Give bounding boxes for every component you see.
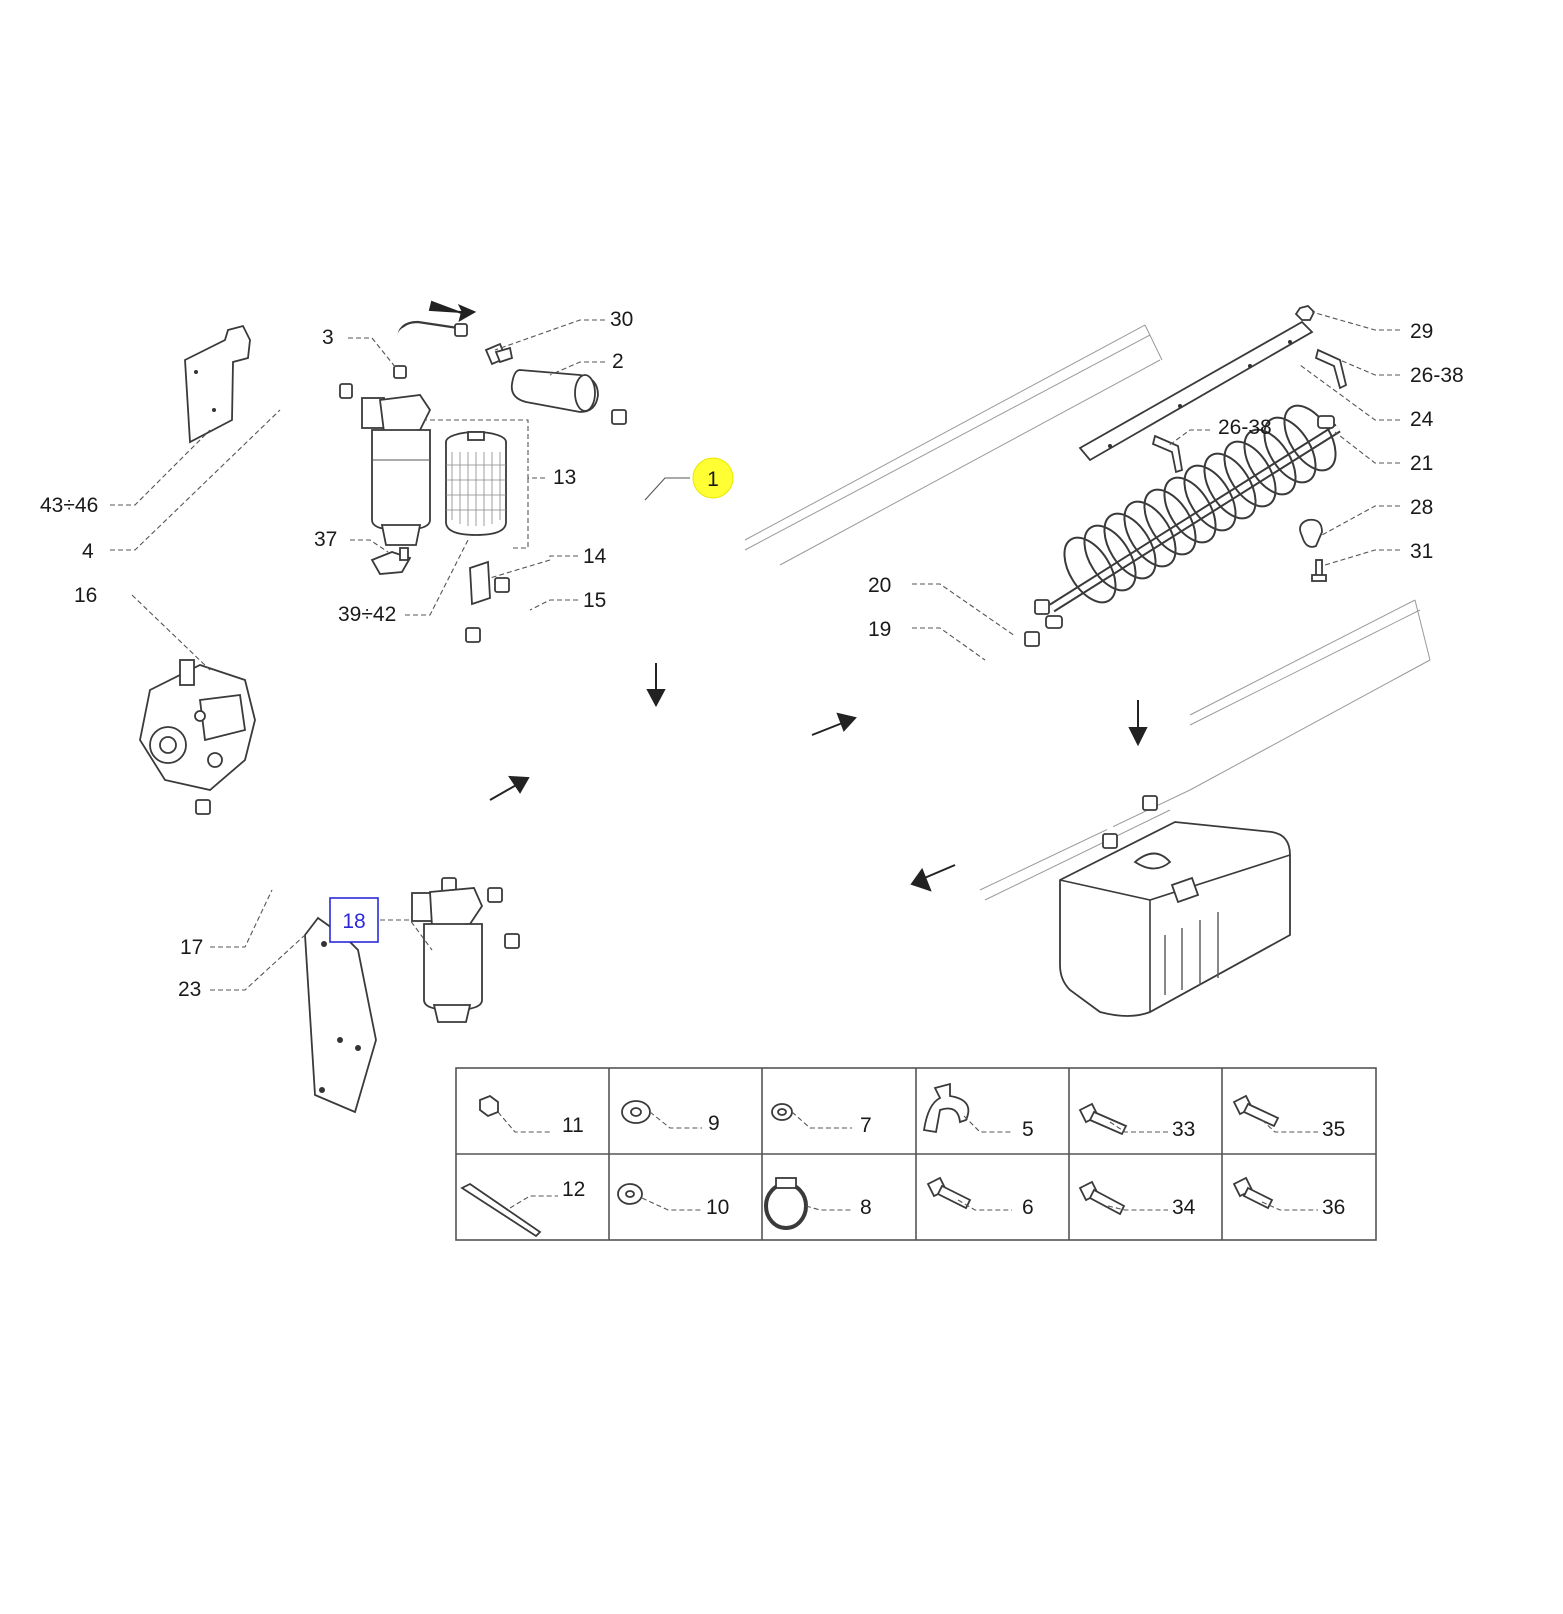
svg-text:18: 18	[342, 910, 365, 933]
nut-29	[1294, 305, 1316, 321]
fuel-filter-lower	[411, 887, 484, 1023]
callout-3[interactable]: 3	[322, 326, 334, 349]
svg-text:1: 1	[707, 468, 719, 491]
callout-2[interactable]: 2	[612, 350, 624, 373]
callout-23[interactable]: 23	[178, 978, 201, 1001]
callout-43-46[interactable]: 43÷46	[40, 494, 98, 517]
table-callout[interactable]: 8	[860, 1196, 872, 1219]
callout-28[interactable]: 28	[1410, 496, 1433, 519]
callout-16[interactable]: 16	[74, 584, 97, 607]
sensor-14	[469, 560, 491, 606]
callout-labels: 43÷46 4 16 3 30 2 13 37 39÷42 14 15 17 2…	[40, 308, 1464, 1001]
callout-15[interactable]: 15	[583, 589, 606, 612]
bracket-43-46	[184, 324, 251, 444]
drain-valve-37	[370, 547, 412, 575]
bracket-26-38-lower	[1151, 434, 1184, 474]
callout-31[interactable]: 31	[1410, 540, 1433, 563]
bracket-plate-23	[304, 916, 377, 1114]
callout-26-38-upper[interactable]: 26-38	[1410, 364, 1464, 387]
support-bar-24	[1078, 320, 1314, 462]
clamp-bracket-icon	[922, 1082, 970, 1134]
callout-1-highlight[interactable]: 1	[692, 457, 734, 499]
table-callout[interactable]: 11	[562, 1114, 584, 1137]
flow-arrow-icon	[910, 864, 956, 892]
table-callout[interactable]: 7	[860, 1114, 872, 1137]
flow-arrow-icon	[428, 300, 477, 323]
flow-arrow-icon	[811, 712, 857, 736]
pipe-fittings	[195, 323, 1158, 949]
bolt-icon	[1232, 1094, 1280, 1128]
callout-21[interactable]: 21	[1410, 452, 1433, 475]
flow-arrows	[428, 300, 1148, 892]
bolt-flange-icon	[1078, 1102, 1128, 1136]
table-callout[interactable]: 35	[1322, 1118, 1345, 1141]
callout-39-42[interactable]: 39÷42	[338, 603, 396, 626]
callout-20[interactable]: 20	[868, 574, 891, 597]
table-callout[interactable]: 12	[562, 1178, 585, 1201]
chassis-rail-upper	[744, 324, 1163, 566]
callout-14[interactable]: 14	[583, 545, 607, 568]
hardware-table: 11 9 7 5 33 35 12 10 8 6 34 36	[455, 1067, 1377, 1241]
table-callout[interactable]: 34	[1172, 1196, 1196, 1219]
filter-element	[445, 431, 507, 536]
flow-arrow-icon	[646, 663, 666, 708]
cable-tie-icon	[460, 1182, 542, 1238]
callout-18-link[interactable]: 18	[329, 897, 379, 943]
fuel-filter-upper	[361, 394, 432, 546]
table-callout[interactable]: 9	[708, 1112, 720, 1135]
inline-filter-2	[510, 369, 599, 413]
screw-31	[1311, 559, 1327, 582]
table-callout[interactable]: 6	[1022, 1196, 1034, 1219]
callout-37[interactable]: 37	[314, 528, 337, 551]
table-callout[interactable]: 5	[1022, 1118, 1034, 1141]
clip-28	[1299, 518, 1323, 548]
leader-lines	[110, 311, 1400, 991]
callout-13[interactable]: 13	[553, 466, 576, 489]
injection-pump	[139, 659, 256, 791]
fuel-tank	[1059, 821, 1291, 1017]
callout-29[interactable]: 29	[1410, 320, 1433, 343]
nut-icon	[479, 1094, 499, 1118]
flow-arrow-icon	[489, 775, 530, 801]
bolt-flange-long-icon	[1078, 1180, 1126, 1216]
flow-arrow-icon	[1128, 700, 1148, 747]
table-callout[interactable]: 36	[1322, 1196, 1345, 1219]
bracket-26-38-upper	[1314, 348, 1348, 390]
table-callout[interactable]: 10	[706, 1196, 729, 1219]
table-callout[interactable]: 33	[1172, 1118, 1195, 1141]
callout-4[interactable]: 4	[82, 540, 94, 563]
callout-19[interactable]: 19	[868, 618, 891, 641]
callout-26-38-lower[interactable]: 26-38	[1218, 416, 1272, 439]
callout-17[interactable]: 17	[180, 936, 203, 959]
callout-24[interactable]: 24	[1410, 408, 1434, 431]
union-fitting-30	[484, 342, 514, 366]
fuel-pipes	[200, 320, 1153, 1009]
callout-30[interactable]: 30	[610, 308, 633, 331]
cooler-coil-21	[1045, 404, 1341, 629]
